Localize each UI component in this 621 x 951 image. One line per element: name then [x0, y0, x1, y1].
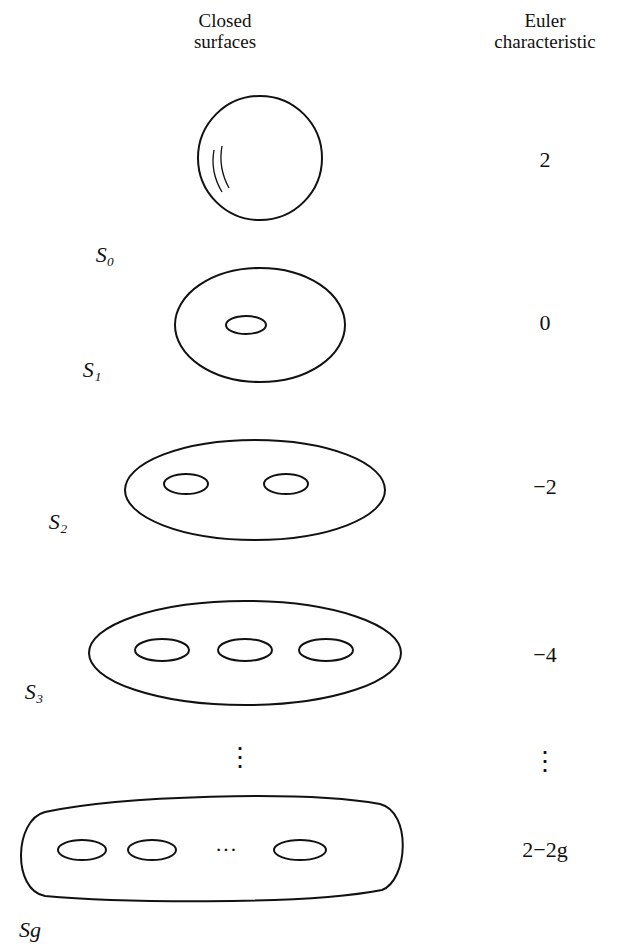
genus-three-surface: [89, 601, 401, 705]
euler-value: 0: [540, 311, 551, 335]
ellipsis: ···: [215, 838, 237, 862]
sphere-highlight: [221, 146, 229, 188]
euler-value: −2: [533, 475, 556, 499]
genus-g-surface: [21, 796, 403, 901]
euler-value: −4: [533, 643, 556, 667]
surface-name: Sg: [19, 918, 41, 942]
handle-hole: [299, 639, 353, 661]
surface-name: S₂: [49, 510, 68, 534]
surface-name: S₃: [25, 680, 44, 704]
torus: [175, 268, 345, 382]
handle-hole: [58, 840, 106, 860]
genus-two-surface: [125, 440, 385, 540]
column-heading: Closed surfaces: [170, 11, 280, 53]
column-heading: Euler characteristic: [475, 11, 615, 53]
handle-hole: [274, 840, 326, 860]
euler-value: 2−2g: [522, 838, 567, 862]
sphere: [198, 96, 322, 220]
handle-hole: [218, 639, 272, 661]
surface-name: S₁: [83, 358, 102, 382]
handle-hole: [164, 474, 208, 494]
vertical-ellipsis: ⋮: [532, 748, 558, 777]
handle-hole: [264, 474, 308, 494]
handle-hole: [128, 840, 176, 860]
euler-value: 2: [540, 148, 551, 172]
vertical-ellipsis: ⋮: [227, 744, 253, 773]
handle-hole: [226, 316, 266, 334]
handle-hole: [135, 639, 189, 661]
surface-name: S₀: [96, 243, 115, 267]
